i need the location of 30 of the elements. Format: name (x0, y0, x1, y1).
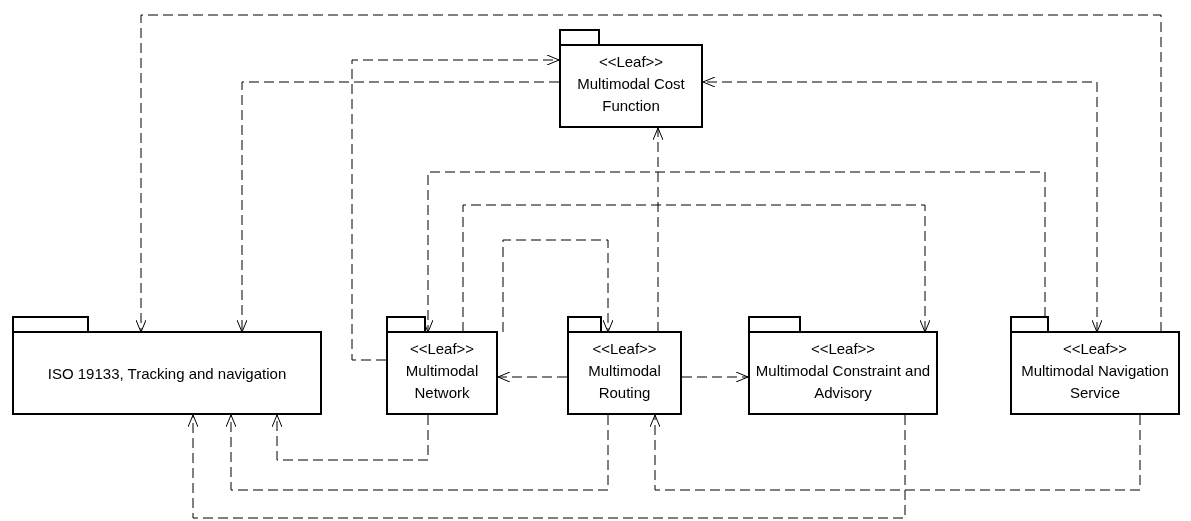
package-name: Multimodal Routing (587, 361, 662, 403)
dependency-arrow (652, 127, 664, 333)
package-name: ISO 19133, Tracking and navigation (47, 363, 287, 384)
stereotype-label: <<Leaf>> (592, 339, 657, 359)
package-box (12, 316, 322, 415)
package-name: Multimodal Network (404, 361, 480, 403)
dependency-arrow (135, 14, 1162, 333)
dependency-arrow (649, 414, 1141, 491)
stereotype-label: <<Leaf>> (409, 339, 475, 359)
stereotype-label: <<Leaf>> (1062, 339, 1128, 359)
dependency-arrow (497, 371, 568, 383)
package-box (567, 316, 682, 415)
package-box (1010, 316, 1180, 415)
package-box (386, 316, 498, 415)
package-name: Multimodal Cost Function (576, 74, 686, 116)
stereotype-label: <<Leaf>> (598, 52, 664, 72)
dependency-arrow (236, 81, 560, 333)
dependency-arrow (225, 414, 609, 491)
stereotype-label: <<Leaf>> (810, 339, 876, 359)
dependency-arrow (271, 414, 429, 461)
package-box (559, 29, 703, 128)
package-box (748, 316, 938, 415)
dependency-arrow (681, 371, 749, 383)
dependency-arrow (462, 204, 931, 333)
package-name: Multimodal Navigation Service (1020, 361, 1170, 403)
dependency-arrow (702, 76, 1103, 333)
dependency-arrow (187, 414, 906, 519)
dependency-arrow (502, 239, 614, 333)
package-name: Multimodal Constraint and Advisory (754, 361, 932, 403)
dependency-arrow (351, 54, 560, 361)
